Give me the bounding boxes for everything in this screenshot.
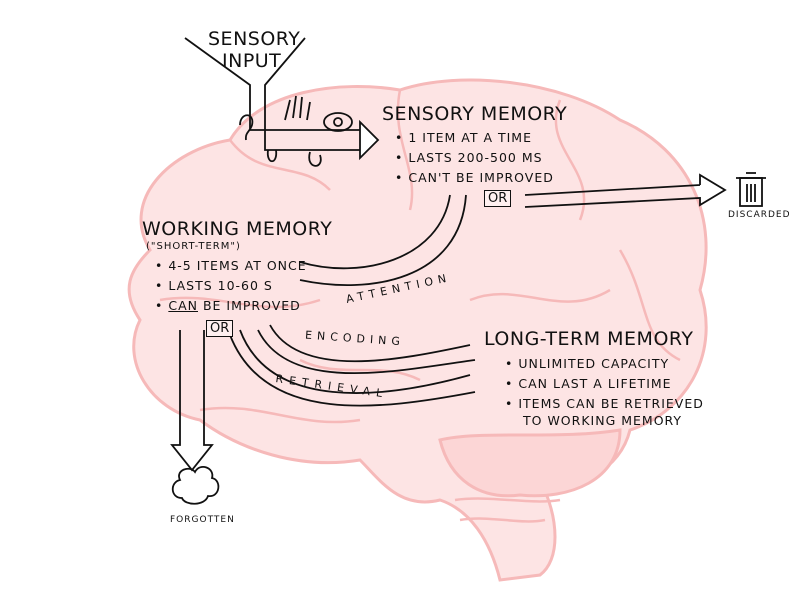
sensory-input-label-2: Input: [222, 50, 282, 72]
bullet: • Can be improved: [155, 298, 301, 313]
bullet: • 1 item at a time: [395, 130, 532, 145]
bullet-continuation: to working memory: [523, 413, 683, 428]
trash-can-icon: [736, 172, 766, 207]
input-arrowhead: [359, 119, 380, 161]
bullet: • Lasts 200-500 ms: [395, 150, 543, 165]
or-box-working: OR: [206, 320, 234, 337]
input-funnel: [184, 37, 360, 151]
attention-arrow: [299, 194, 467, 286]
senses-icons: [239, 95, 353, 167]
working-memory-subtitle: ("short-term"): [146, 241, 241, 252]
encoding-arrow: [257, 324, 476, 375]
bullet: • Lasts 10-60 s: [155, 278, 273, 293]
working-memory-bullets: • 4-5 items at once • Lasts 10-60 s • Ca…: [155, 256, 307, 316]
sensory-memory-title: Sensory Memory: [382, 103, 568, 125]
forgotten-label: Forgotten: [170, 515, 235, 525]
working-memory-title: Working Memory: [142, 218, 333, 240]
bullet: • Can last a lifetime: [505, 376, 672, 391]
long-term-memory-title: Long-Term Memory: [484, 328, 694, 350]
can-underlined: Can: [168, 298, 198, 313]
retrieval-arrow: [229, 329, 476, 407]
long-term-memory-bullets: • Unlimited capacity • Can last a lifeti…: [505, 354, 704, 428]
bullet: • Items can be retrieved: [505, 396, 704, 411]
bullet: • Unlimited capacity: [505, 356, 670, 371]
sensory-input-label: Sensory: [208, 28, 301, 50]
sensory-memory-bullets: • 1 item at a time • Lasts 200-500 ms • …: [395, 128, 554, 188]
arrows: [170, 37, 766, 505]
bullet: • Can't be improved: [395, 170, 554, 185]
discard-arrow: [524, 173, 727, 208]
bullet: • 4-5 items at once: [155, 258, 307, 273]
discarded-label: Discarded: [728, 210, 791, 220]
confused-cloud-icon: [171, 465, 220, 505]
or-box-sensory: OR: [484, 190, 512, 207]
